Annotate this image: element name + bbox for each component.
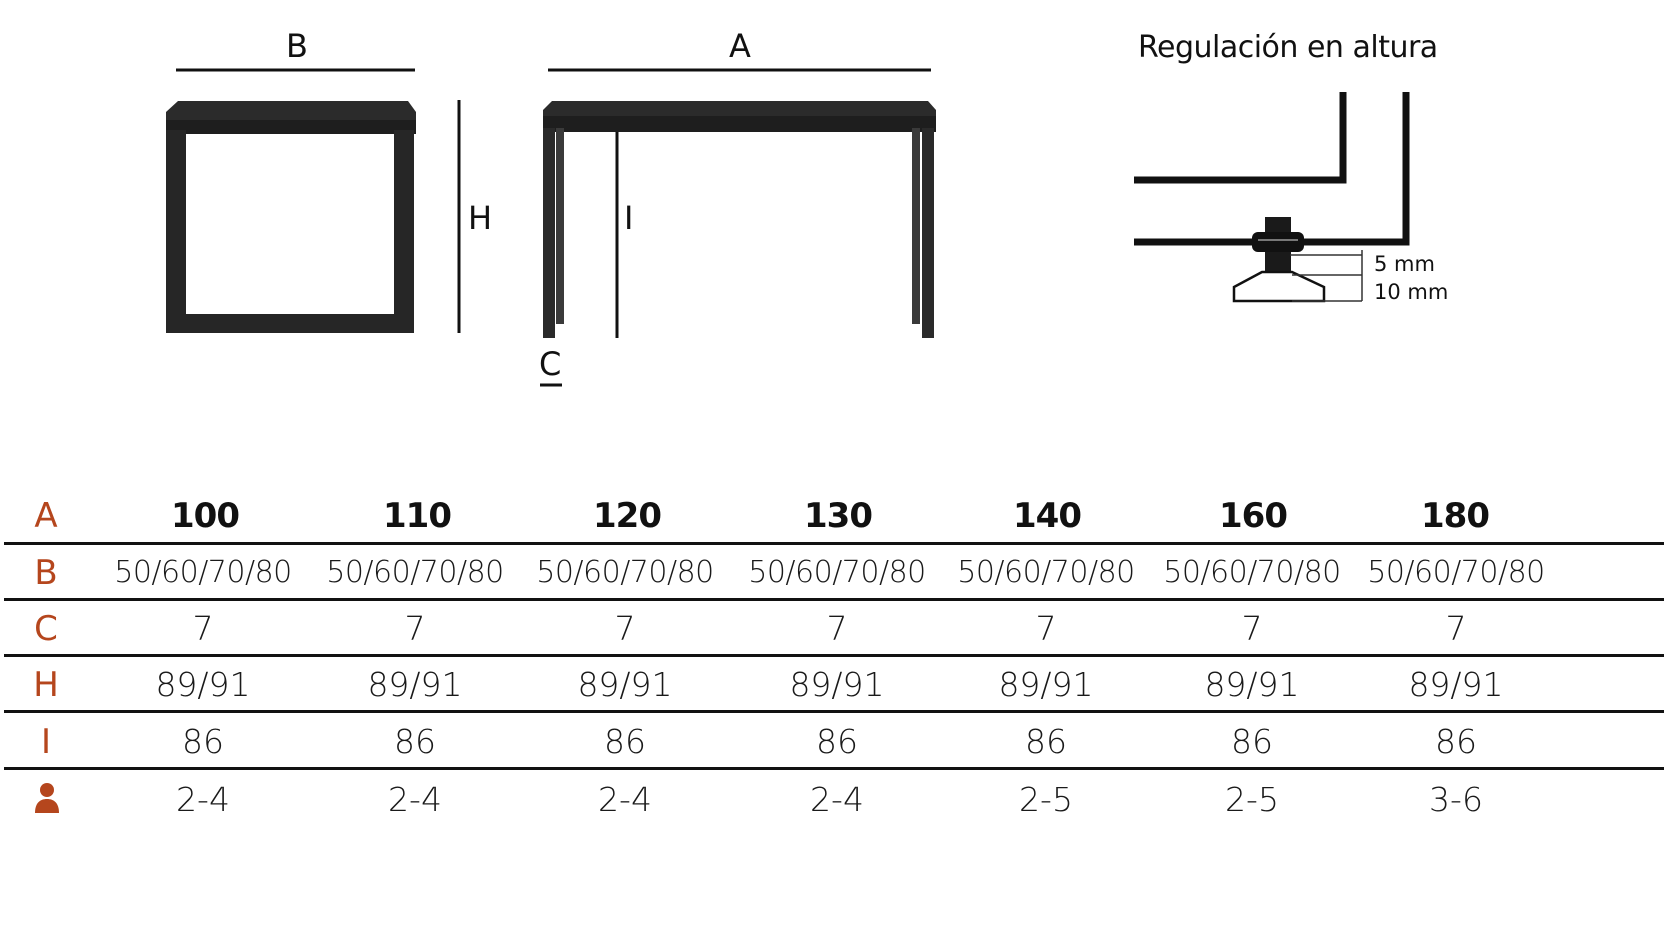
table-cell: 86: [1025, 722, 1067, 761]
table-row-i: I 86 86 86 86 86 86 86: [0, 714, 1672, 770]
table-cell: 86: [1231, 722, 1273, 761]
side-tabletop: [166, 101, 416, 122]
table-cell: 100: [171, 496, 240, 536]
table-divider: [4, 767, 1664, 770]
table-cell: 89/91: [789, 665, 885, 704]
table-cell: 50/60/70/80: [1367, 555, 1545, 590]
label-c: C: [539, 345, 562, 383]
row-key-c: C: [34, 609, 58, 649]
table-cell: 3-6: [1429, 780, 1483, 819]
table-cell: 2-5: [1225, 780, 1279, 819]
table-cell: 89/91: [1408, 665, 1504, 704]
table-row-a: A 100 110 120 130 140 160 180: [0, 488, 1672, 544]
label-a: A: [729, 27, 751, 65]
table-cell: 7: [826, 609, 848, 648]
adjuster-foot: [1232, 270, 1326, 303]
table-cell: 86: [604, 722, 646, 761]
table-cell: 89/91: [367, 665, 463, 704]
table-cell: 2-4: [388, 780, 442, 819]
front-view-drawing: [540, 68, 936, 387]
front-tabletop: [543, 101, 936, 118]
table-cell: 86: [1435, 722, 1477, 761]
side-bottom-rail: [166, 314, 414, 333]
row-key-i: I: [40, 722, 52, 762]
table-row-b: B 50/60/70/80 50/60/70/80 50/60/70/80 50…: [0, 545, 1672, 601]
table-divider: [4, 542, 1664, 545]
table-cell: 7: [404, 609, 426, 648]
table-drawings: [166, 68, 1410, 387]
table-cell: 7: [614, 609, 636, 648]
table-row-h: H 89/91 89/91 89/91 89/91 89/91 89/91 89…: [0, 657, 1672, 713]
table-cell: 130: [804, 496, 873, 536]
table-divider: [4, 710, 1664, 713]
table-cell: 50/60/70/80: [114, 555, 292, 590]
table-cell: 120: [593, 496, 662, 536]
table-divider: [4, 598, 1664, 601]
adjust-title: Regulación en altura: [1138, 30, 1438, 65]
table-cell: 2-5: [1019, 780, 1073, 819]
table-cell: 50/60/70/80: [1163, 555, 1341, 590]
front-right-leg: [922, 128, 934, 338]
table-cell: 89/91: [998, 665, 1094, 704]
table-cell: 110: [383, 496, 452, 536]
table-cell: 89/91: [577, 665, 673, 704]
label-b: B: [286, 27, 308, 65]
table-cell: 180: [1421, 496, 1490, 536]
table-cell: 89/91: [1204, 665, 1300, 704]
adjust-10mm-label: 10 mm: [1374, 280, 1449, 304]
label-i: I: [624, 199, 634, 237]
table-divider: [4, 654, 1664, 657]
table-cell: 50/60/70/80: [957, 555, 1135, 590]
table-cell: 50/60/70/80: [326, 555, 504, 590]
table-cell: 86: [816, 722, 858, 761]
height-adjust-detail: [1134, 92, 1410, 303]
front-left-leg: [543, 128, 555, 338]
table-cell: 7: [1241, 609, 1263, 648]
table-cell: 7: [192, 609, 214, 648]
adjust-frame-inner: [1134, 92, 1347, 184]
table-cell: 86: [182, 722, 224, 761]
table-row-c: C 7 7 7 7 7 7 7: [0, 601, 1672, 657]
side-right-leg: [394, 130, 414, 333]
table-cell: 2-4: [598, 780, 652, 819]
table-cell: 2-4: [810, 780, 864, 819]
label-h: H: [468, 199, 493, 237]
table-row-persons: 2-4 2-4 2-4 2-4 2-5 2-5 3-6: [0, 772, 1672, 828]
row-key-h: H: [33, 665, 59, 705]
table-cell: 50/60/70/80: [748, 555, 926, 590]
table-cell: 140: [1013, 496, 1082, 536]
table-cell: 7: [1445, 609, 1467, 648]
person-icon: [35, 783, 59, 813]
row-key-b: B: [34, 553, 58, 593]
side-view-drawing: [166, 68, 461, 333]
table-cell: 89/91: [155, 665, 251, 704]
table-cell: 50/60/70/80: [536, 555, 714, 590]
table-cell: 160: [1219, 496, 1288, 536]
row-key-a: A: [34, 496, 58, 536]
table-cell: 2-4: [176, 780, 230, 819]
adjust-5mm-label: 5 mm: [1374, 252, 1435, 276]
side-left-leg: [166, 130, 186, 333]
table-cell: 86: [394, 722, 436, 761]
adjust-frame-outer: [1134, 92, 1410, 246]
table-cell: 7: [1035, 609, 1057, 648]
